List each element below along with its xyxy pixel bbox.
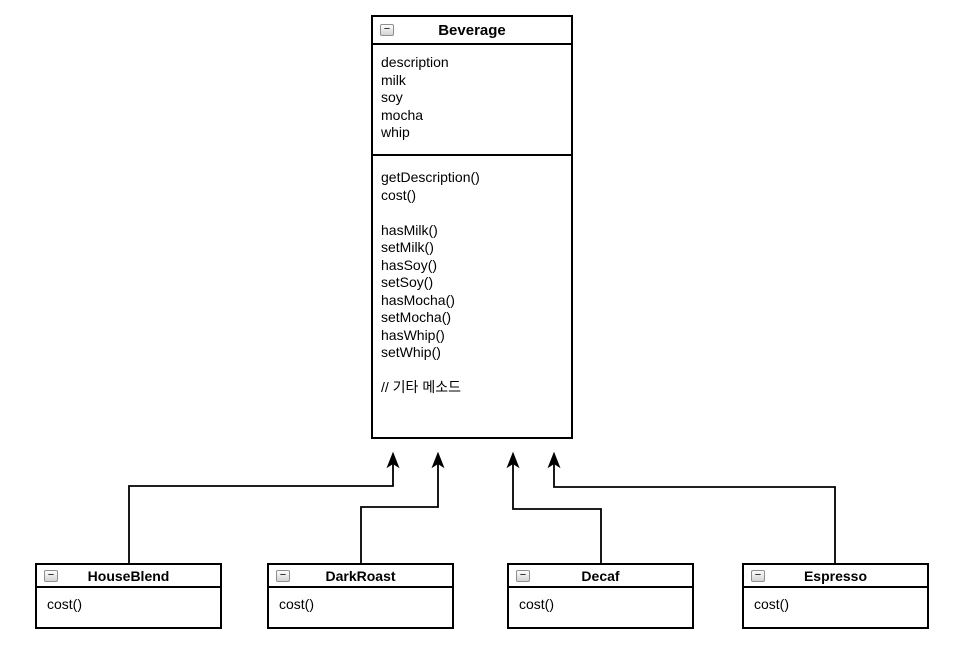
class-decaf[interactable]: − Decaf cost() [507, 563, 694, 629]
member-line: whip [381, 124, 410, 140]
member-line: setMilk() [381, 239, 434, 255]
member-line: soy [381, 89, 403, 105]
member-line: // 기타 메소드 [381, 379, 461, 395]
class-espresso[interactable]: − Espresso cost() [742, 563, 929, 629]
class-beverage-title: Beverage [438, 21, 506, 39]
class-houseblend-methods: cost() [37, 588, 220, 618]
member-line: cost() [381, 186, 416, 203]
member-line [381, 362, 563, 380]
collapse-icon[interactable]: − [516, 569, 530, 582]
member-line: setSoy() [381, 274, 434, 290]
class-beverage-methods: getDescription()cost() hasMilk()setMilk(… [373, 156, 571, 437]
class-darkroast-methods: cost() [269, 588, 452, 618]
member-line: cost() [519, 596, 554, 612]
class-espresso-methods: cost() [744, 588, 927, 618]
inheritance-arrow-icon [547, 451, 561, 469]
class-espresso-header: − Espresso [744, 565, 927, 588]
collapse-icon[interactable]: − [276, 569, 290, 582]
class-decaf-title: Decaf [581, 567, 620, 584]
class-houseblend[interactable]: − HouseBlend cost() [35, 563, 222, 629]
inheritance-arrow-icon [506, 451, 520, 469]
class-darkroast[interactable]: − DarkRoast cost() [267, 563, 454, 629]
inheritance-arrow-icon [431, 451, 445, 469]
member-line: milk [381, 71, 406, 88]
class-darkroast-title: DarkRoast [325, 567, 396, 584]
member-line [381, 204, 563, 222]
inheritance-connector-houseblend[interactable] [128, 451, 400, 563]
member-line: description [381, 54, 449, 70]
member-line: hasWhip() [381, 326, 445, 343]
member-line: hasMilk() [381, 221, 438, 238]
inheritance-arrow-icon [386, 451, 400, 469]
member-line: setWhip() [381, 344, 441, 360]
member-line: hasSoy() [381, 256, 438, 273]
inheritance-connector-darkroast[interactable] [360, 451, 445, 563]
class-decaf-methods: cost() [509, 588, 692, 618]
member-line: hasMocha() [381, 291, 455, 308]
member-line: cost() [754, 596, 789, 612]
member-line: mocha [381, 106, 424, 123]
collapse-icon[interactable]: − [751, 569, 765, 582]
class-houseblend-title: HouseBlend [87, 567, 170, 584]
member-line: cost() [279, 596, 314, 612]
inheritance-connector-espresso[interactable] [547, 451, 836, 563]
member-line: cost() [47, 596, 82, 612]
class-decaf-header: − Decaf [509, 565, 692, 588]
class-beverage-header: − Beverage [373, 17, 571, 45]
class-darkroast-header: − DarkRoast [269, 565, 452, 588]
collapse-icon[interactable]: − [380, 24, 394, 36]
collapse-icon[interactable]: − [44, 569, 58, 582]
class-espresso-title: Espresso [803, 567, 868, 584]
class-houseblend-header: − HouseBlend [37, 565, 220, 588]
member-line: setMocha() [381, 309, 452, 325]
member-line: getDescription() [381, 169, 480, 185]
inheritance-connector-decaf[interactable] [506, 451, 602, 563]
